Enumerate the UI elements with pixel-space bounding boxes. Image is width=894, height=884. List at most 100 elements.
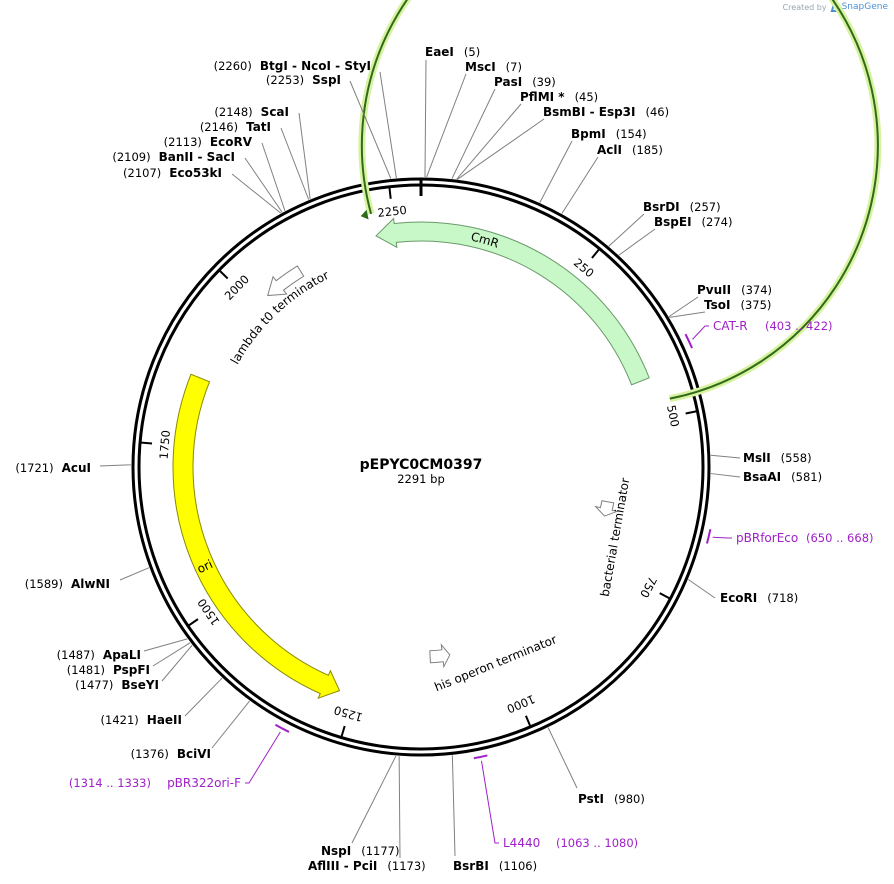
primer-pbrforeco-mark bbox=[705, 529, 712, 544]
enzyme-scai[interactable]: ScaI(2148) bbox=[214, 105, 289, 119]
enzyme-tsoi[interactable]: TsoI(375) bbox=[704, 298, 771, 312]
tick-label-1000: 1000 bbox=[505, 692, 537, 716]
enzyme-name: BseYI bbox=[121, 678, 159, 692]
primer-cat-r-name[interactable]: CAT-R bbox=[713, 319, 748, 333]
enzyme-bcivi[interactable]: BciVI(1376) bbox=[131, 747, 211, 761]
enzyme-psti-leader bbox=[547, 727, 578, 789]
enzyme-position: (2148) bbox=[214, 105, 252, 119]
enzyme-name: TatI bbox=[246, 120, 271, 134]
enzyme-eaei[interactable]: EaeI (5) bbox=[425, 45, 480, 59]
enzyme-position: (274) bbox=[702, 215, 733, 229]
enzyme-position: (5) bbox=[464, 45, 480, 59]
enzyme-haeii-leader bbox=[184, 677, 223, 717]
enzyme-position: (718) bbox=[767, 591, 798, 605]
enzyme-name: BsaAI bbox=[743, 470, 781, 484]
enzyme-name: PasI bbox=[494, 75, 522, 89]
tick-1000 bbox=[524, 715, 532, 728]
primer-pbr322ori-f-mark bbox=[274, 723, 290, 733]
primer-pbr322ori-f-name[interactable]: pBR322ori-F bbox=[167, 776, 241, 790]
feature-ori[interactable] bbox=[172, 373, 341, 700]
enzyme-eco53ki[interactable]: Eco53kI(2107) bbox=[123, 166, 222, 180]
enzyme-haeii[interactable]: HaeII(1421) bbox=[101, 713, 182, 727]
enzyme-bpmi-leader bbox=[539, 140, 573, 203]
enzyme-position: (1589) bbox=[25, 577, 63, 591]
enzyme-bpmi[interactable]: BpmI(154) bbox=[571, 127, 647, 141]
enzyme-bsrdi-leader bbox=[608, 213, 645, 247]
enzyme-name: EaeI bbox=[425, 45, 454, 59]
enzyme-bseyi-leader bbox=[161, 644, 193, 682]
enzyme-scai-leader bbox=[298, 112, 311, 200]
tick-2000 bbox=[218, 269, 229, 280]
primer-l4440-mark bbox=[473, 754, 488, 760]
enzyme-acui[interactable]: AcuI(1721) bbox=[15, 461, 91, 475]
tick-500 bbox=[685, 410, 698, 415]
enzyme-pvuii-leader bbox=[668, 296, 699, 318]
enzyme-nspi[interactable]: NspI(1177) bbox=[321, 844, 400, 858]
enzyme-position: (1421) bbox=[101, 713, 139, 727]
enzyme-name: PstI bbox=[578, 792, 604, 806]
enzyme-psti[interactable]: PstI(980) bbox=[578, 792, 645, 806]
primer-l4440-name[interactable]: L4440 bbox=[503, 836, 540, 850]
enzyme-pasi[interactable]: PasI(39) bbox=[494, 75, 556, 89]
enzyme-sites: EaeI (5)MscI (7)PasI(39)PflMI * (45)BsmBI -… bbox=[15, 45, 822, 873]
enzyme-bsrdi[interactable]: BsrDI(257) bbox=[643, 200, 721, 214]
backbone bbox=[131, 177, 711, 757]
enzyme-alwni-leader bbox=[119, 567, 150, 581]
enzyme-pspfi[interactable]: PspFI(1481) bbox=[67, 663, 150, 677]
enzyme-btgi-ncoi-styi[interactable]: BtgI - NcoI - StyI(2260) bbox=[214, 59, 371, 73]
plasmid-length: 2291 bp bbox=[397, 472, 445, 486]
enzyme-pvuii[interactable]: PvuII(374) bbox=[697, 283, 772, 297]
enzyme-apali-leader bbox=[143, 638, 188, 652]
enzyme-tati[interactable]: TatI(2146) bbox=[200, 120, 271, 134]
primer-cat-r-mark bbox=[684, 333, 693, 349]
enzyme-position: (2107) bbox=[123, 166, 161, 180]
enzyme-bsaai[interactable]: BsaAI(581) bbox=[743, 470, 822, 484]
enzyme-acli-leader bbox=[561, 156, 599, 214]
enzyme-banii-saci[interactable]: BanII - SacI(2109) bbox=[112, 150, 235, 164]
enzyme-pflmi-leader bbox=[456, 103, 522, 180]
enzyme-afliii-pcii[interactable]: AflIII - PciI(1173) bbox=[308, 859, 426, 873]
enzyme-bsmbi-esp3i[interactable]: BsmBI - Esp3I(46) bbox=[543, 105, 669, 119]
enzyme-bspei-leader bbox=[618, 228, 656, 256]
enzyme-position: (1106) bbox=[499, 859, 537, 873]
enzyme-bsrbi[interactable]: BsrBI(1106) bbox=[453, 859, 537, 873]
enzyme-position: (7) bbox=[506, 60, 522, 74]
enzyme-name: SspI bbox=[312, 73, 341, 87]
enzyme-name: PflMI * bbox=[520, 90, 565, 104]
snapgene-credit: Created by SnapGene bbox=[783, 2, 888, 12]
enzyme-sspi[interactable]: SspI(2253) bbox=[266, 73, 341, 87]
enzyme-pflmi[interactable]: PflMI * (45) bbox=[520, 90, 598, 104]
enzyme-msci[interactable]: MscI (7) bbox=[465, 60, 522, 74]
enzyme-acui-leader bbox=[99, 464, 132, 467]
enzyme-name: PvuII bbox=[697, 283, 731, 297]
enzyme-bseyi[interactable]: BseYI(1477) bbox=[75, 678, 159, 692]
feature-bacterial[interactable] bbox=[594, 500, 619, 517]
plasmid-name: pEPYC0CM0397 bbox=[360, 457, 483, 473]
feature-hisop[interactable] bbox=[429, 643, 451, 669]
enzyme-acli[interactable]: AclI(185) bbox=[597, 143, 663, 157]
enzyme-name: AflIII - PciI bbox=[308, 859, 377, 873]
enzyme-position: (1487) bbox=[57, 648, 95, 662]
enzyme-name: MscI bbox=[465, 60, 496, 74]
enzyme-name: BsmBI - Esp3I bbox=[543, 105, 635, 119]
enzyme-name: MslI bbox=[743, 451, 771, 465]
enzyme-msli[interactable]: MslI(558) bbox=[743, 451, 812, 465]
tick-1500 bbox=[187, 618, 199, 627]
enzyme-ecorv[interactable]: EcoRV(2113) bbox=[164, 135, 253, 149]
tick-label-1250: 1250 bbox=[332, 703, 364, 725]
tick-1250 bbox=[340, 725, 346, 738]
enzyme-alwni[interactable]: AlwNI(1589) bbox=[25, 577, 110, 591]
enzyme-position: (45) bbox=[575, 90, 599, 104]
feature-lambda[interactable] bbox=[267, 265, 305, 297]
enzyme-ecori[interactable]: EcoRI(718) bbox=[720, 591, 798, 605]
primer-pbrforeco-name[interactable]: pBRforEco bbox=[736, 531, 798, 545]
enzyme-msli-leader bbox=[710, 454, 741, 459]
enzyme-apali[interactable]: ApaLI(1487) bbox=[57, 648, 141, 662]
enzyme-position: (185) bbox=[632, 143, 663, 157]
tick-label-1750: 1750 bbox=[157, 429, 173, 459]
feature-cmr[interactable] bbox=[375, 217, 650, 386]
tick-label-2250: 2250 bbox=[377, 203, 408, 220]
enzyme-bspei[interactable]: BspEI(274) bbox=[654, 215, 732, 229]
primer-pbr322ori-f-leader bbox=[245, 731, 281, 784]
